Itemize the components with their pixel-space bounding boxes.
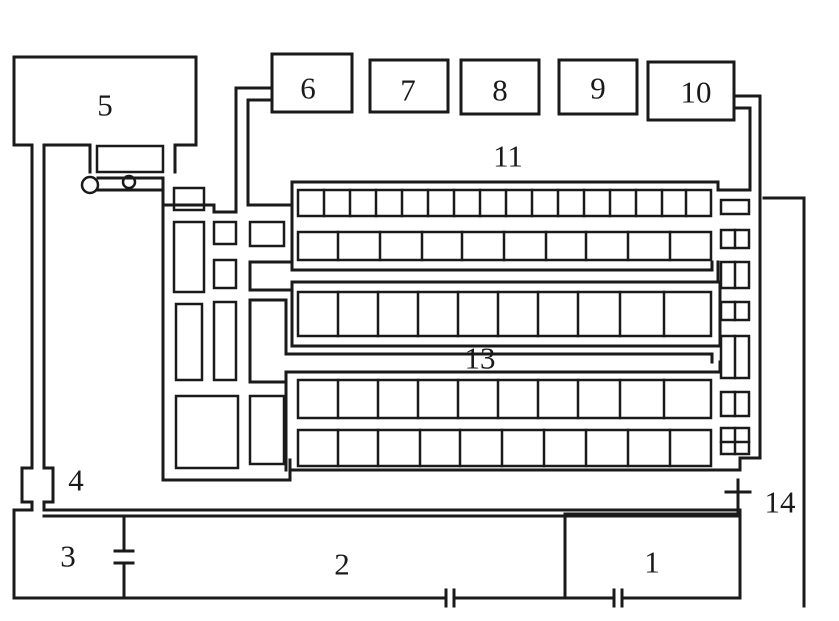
- label-9: 9: [590, 71, 606, 106]
- label-6: 6: [300, 71, 316, 106]
- label-7: 7: [400, 73, 416, 108]
- unit-7: [368, 58, 450, 114]
- bay-rows-11: [290, 188, 713, 264]
- main-building-outline: [161, 180, 742, 482]
- unit-6: [234, 52, 354, 214]
- left-rooms: [172, 186, 286, 470]
- unit-9: [557, 58, 639, 116]
- label-1: 1: [644, 545, 660, 580]
- corridors: [248, 260, 722, 472]
- right-cells: [719, 198, 751, 456]
- label-13: 13: [465, 341, 496, 376]
- label-2: 2: [334, 547, 350, 582]
- riser-14: [724, 196, 806, 608]
- units-1-2-3: [12, 508, 742, 608]
- label-4: 4: [68, 463, 84, 498]
- unit-4: [12, 466, 742, 512]
- label-3: 3: [60, 539, 76, 574]
- label-8: 8: [492, 73, 508, 108]
- bay-row-middle: [296, 290, 713, 338]
- unit-10: [646, 60, 762, 460]
- bay-rows-13: [296, 378, 713, 468]
- unit-5: [12, 55, 238, 470]
- unit-8: [459, 58, 541, 116]
- label-5: 5: [97, 88, 113, 123]
- label-10: 10: [681, 75, 712, 110]
- label-11: 11: [493, 139, 523, 174]
- label-14: 14: [765, 485, 797, 520]
